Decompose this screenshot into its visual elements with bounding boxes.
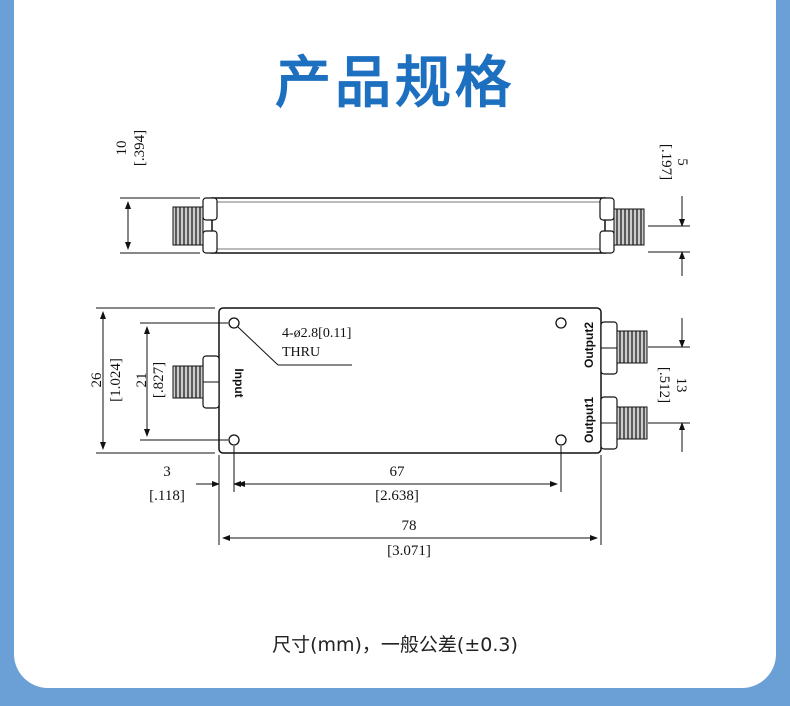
output-spacing-mm: 13 [673, 378, 689, 393]
edge-offset-mm: 3 [163, 464, 171, 480]
hole-span-in: [.827] [151, 362, 167, 398]
top-view: 4-ø2.8[0.11] THRU Input Output2 Output1 [89, 307, 690, 559]
side-input-connector [172, 197, 218, 254]
side-connector-in: [.197] [658, 144, 674, 180]
tolerance-caption: 尺寸(mm)，一般公差(±0.3) [272, 634, 518, 656]
output2-connector [600, 321, 648, 375]
length-mm: 78 [402, 518, 417, 534]
side-view: 10 [.394] 5 [.197] [114, 130, 690, 276]
side-height-mm: 10 [114, 141, 130, 156]
side-connector-mm: 5 [674, 158, 690, 166]
mount-hole [555, 434, 567, 446]
hole-note: 4-ø2.8[0.11] [282, 326, 351, 341]
hole-pitch-mm: 67 [390, 464, 406, 480]
edge-offset-in: [.118] [149, 488, 185, 504]
mount-hole [555, 317, 567, 329]
hole-pitch-in: [2.638] [375, 488, 419, 504]
page-title: 产品规格 [275, 51, 515, 116]
hole-span-mm: 21 [134, 373, 150, 388]
output1-label: Output1 [582, 397, 596, 443]
hole-note-thru: THRU [282, 345, 320, 360]
width-mm: 26 [89, 372, 105, 388]
top-body [218, 307, 602, 454]
side-body [211, 197, 606, 254]
width-in: [1.024] [108, 358, 124, 402]
side-height-in: [.394] [132, 130, 148, 166]
output-spacing-in: [.512] [656, 367, 672, 403]
output1-connector [600, 396, 648, 450]
side-output-connector [599, 197, 645, 254]
mount-hole [228, 434, 240, 446]
mount-hole [228, 317, 240, 329]
input-connector [172, 355, 220, 409]
output2-label: Output2 [582, 322, 596, 368]
length-in: [3.071] [387, 543, 431, 559]
input-label: Input [232, 368, 246, 397]
